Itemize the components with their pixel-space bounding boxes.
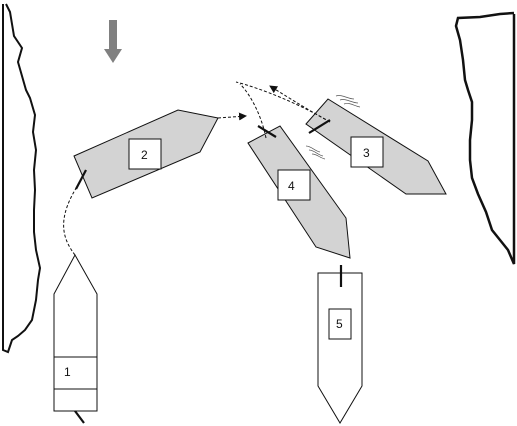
vessel-3-label-box: [350, 136, 384, 168]
vessel-5: 5: [317, 265, 363, 424]
left-shoreline: [2, 3, 42, 354]
vessel-3: 3: [305, 95, 447, 195]
right-shoreline: [454, 11, 516, 265]
vessel-3-wake: [343, 103, 361, 108]
vessel-2: 2: [73, 109, 219, 199]
vessel-3-wake: [335, 95, 355, 100]
path-vessel-2-to-4: [217, 112, 247, 121]
vessel-2-label: 2: [141, 148, 148, 162]
vessel-5-label-box: [328, 308, 352, 340]
vessel-1: 1: [53, 253, 98, 424]
vessel-3-marker: [308, 119, 331, 134]
vessel-5-label: 5: [336, 317, 343, 331]
vessel-3-label: 3: [363, 146, 370, 160]
vessel-1-hull: [53, 253, 98, 412]
path-vessel-4-arc: [239, 83, 267, 139]
vessel-4-label: 4: [288, 179, 295, 193]
vessel-5-hull: [317, 272, 363, 424]
vessel-4-wake: [311, 153, 326, 160]
vessel-4-marker: [257, 125, 277, 138]
vessel-4-wake: [305, 145, 321, 153]
down-arrow-icon: [104, 20, 122, 63]
vessel-4-label-box: [277, 169, 311, 201]
vessel-2-label-box: [128, 138, 162, 170]
vessel-3-wake: [339, 99, 359, 104]
vessel-4: 4: [247, 125, 351, 259]
path-vessel-3-arc: [235, 81, 331, 123]
vessel-4-wake: [308, 149, 324, 157]
vessel-1-label: 1: [64, 365, 71, 379]
vessel-1-marker: [74, 410, 85, 424]
path-vessel-1-to-2: [63, 181, 81, 256]
